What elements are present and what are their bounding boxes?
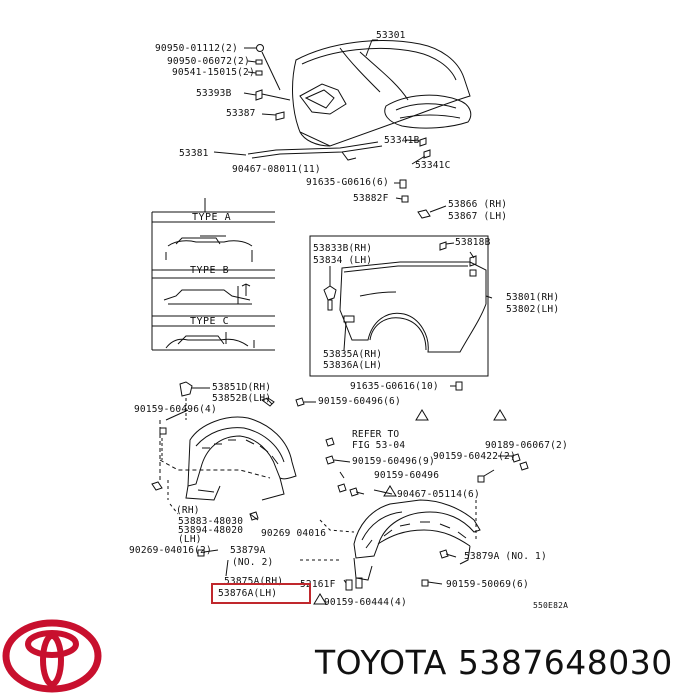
fender-box <box>310 236 492 390</box>
label-53879A-no1: 53879A (NO. 1) <box>464 551 547 562</box>
label-53875A-rh: 53875A(RH) <box>224 576 284 587</box>
label-53867-lh: 53867 (LH) <box>448 211 508 222</box>
hood-drawing <box>293 40 471 146</box>
label-53894-48020: 53894-48020 <box>178 525 244 536</box>
label-refer-to: REFER TO <box>352 429 400 440</box>
label-53882F: 53882F <box>353 193 389 204</box>
label-53301: 53301 <box>376 30 406 41</box>
label-53818B: 53818B <box>455 237 491 248</box>
label-53341C: 53341C <box>415 160 451 171</box>
label-53866-rh: 53866 (RH) <box>448 199 508 210</box>
label-type-c: TYPE C <box>190 316 230 327</box>
label-90467-05114: 90467-05114(6) <box>397 489 480 500</box>
label-91635-G0616-10: 91635-G0616(10) <box>350 381 439 392</box>
label-90950-06072: 90950-06072(2) <box>167 56 250 67</box>
brand-name: TOYOTA <box>315 643 447 682</box>
label-rh: (RH) <box>176 505 200 516</box>
label-53801-rh: 53801(RH) <box>506 292 560 303</box>
label-53851D-rh: 53851D(RH) <box>212 382 272 393</box>
label-53835A-rh: 53835A(RH) <box>323 349 383 360</box>
label-90159-60422: 90159-60422(2) <box>433 451 516 462</box>
label-53802-lh: 53802(LH) <box>506 304 560 315</box>
label-90189-06067: 90189-06067(2) <box>485 440 568 451</box>
label-90159-50069: 90159-50069(6) <box>446 579 529 590</box>
label-90159-60496-6: 90159-60496(6) <box>318 396 401 407</box>
label-90467-08011: 90467-08011(11) <box>232 164 321 175</box>
label-lh: (LH) <box>178 534 202 545</box>
footer-brand-partnumber: TOYOTA 5387648030 <box>315 646 673 679</box>
label-53852B-lh: 53852B(LH) <box>212 393 272 404</box>
label-53393B: 53393B <box>196 88 232 99</box>
label-90159-60496-9: 90159-60496(9) <box>352 456 435 467</box>
label-fig-53-04: FIG 53-04 <box>352 440 406 451</box>
label-53834-lh: 53834 (LH) <box>313 255 373 266</box>
label-53836A-lh: 53836A(LH) <box>323 360 383 371</box>
fender-liner-right <box>300 410 528 604</box>
label-90159-60496-4: 90159-60496(4) <box>134 404 217 415</box>
label-53341B: 53341B <box>384 135 420 146</box>
small-callout-text <box>432 414 436 421</box>
label-diagram-id: 550E82A <box>533 601 569 610</box>
label-90269-04016-2: 90269-04016(2) <box>129 545 212 556</box>
part-number: 5387648030 <box>457 643 673 682</box>
label-52161F: 52161F <box>300 579 336 590</box>
toyota-logo-icon <box>2 618 102 694</box>
label-53833B-rh: 53833B(RH) <box>313 243 373 254</box>
label-type-b: TYPE B <box>190 265 230 276</box>
type-detail-boxes <box>152 198 275 350</box>
label-90159-60496: 90159-60496 <box>374 470 440 481</box>
label-no2: (NO. 2) <box>232 557 274 568</box>
label-53387: 53387 <box>226 108 256 119</box>
label-type-a: TYPE A <box>192 212 232 223</box>
diagram-linework <box>0 0 700 615</box>
label-90269-04016: 90269 04016 <box>261 528 327 539</box>
fender-liner-left <box>152 382 316 576</box>
label-90541-15015: 90541-15015(2) <box>172 67 255 78</box>
label-90159-60444: 90159-60444(4) <box>324 597 407 608</box>
label-53381: 53381 <box>179 148 209 159</box>
label-53883-48030: 53883-48030 <box>178 516 244 527</box>
highlight-box-53876A <box>211 583 311 604</box>
label-53876A-lh: 53876A(LH) <box>218 588 278 599</box>
label-91635-G0616-6: 91635-G0616(6) <box>306 177 389 188</box>
hinge-bolts <box>214 45 446 219</box>
label-53879A-no2: 53879A <box>230 545 266 556</box>
label-90950-01112: 90950-01112(2) <box>155 43 238 54</box>
